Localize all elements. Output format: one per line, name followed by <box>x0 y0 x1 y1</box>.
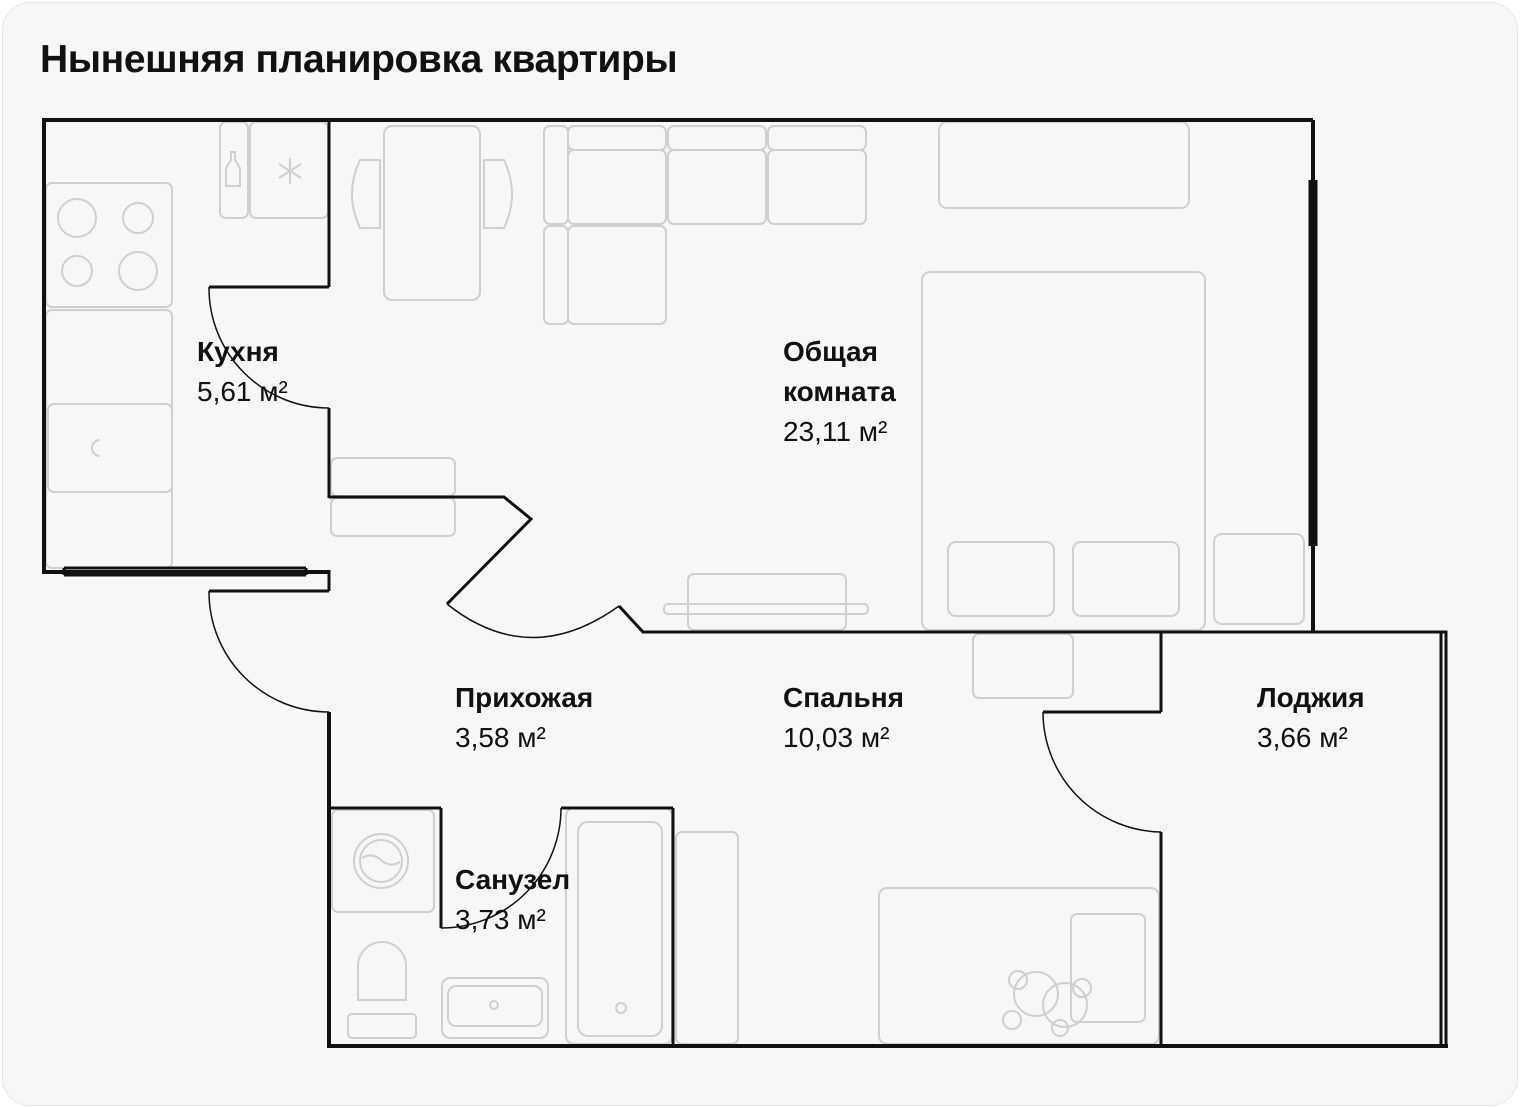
bedroom-cabinet <box>972 633 1074 699</box>
living-room-door-swing <box>446 603 620 639</box>
furniture-layer <box>45 121 1305 1045</box>
room-label-bedroom: Спальня 10,03 м² <box>783 682 904 753</box>
nightstand <box>1213 533 1305 625</box>
crib <box>878 887 1160 1045</box>
wall-shelf <box>663 573 869 631</box>
room-label-loggia: Лоджия 3,66 м² <box>1257 682 1365 753</box>
fridge <box>219 121 329 219</box>
snowflake-icon <box>278 158 302 184</box>
page-title: Нынешняя планировка квартиры <box>40 38 678 81</box>
room-label-bathroom: Санузел 3,73 м² <box>455 864 571 935</box>
washing-machine-icon <box>331 809 435 913</box>
wardrobe <box>675 831 739 1045</box>
entrance-door-swing <box>208 590 330 713</box>
teddy-bear-icon <box>1002 970 1092 1037</box>
bottle-icon <box>225 151 241 187</box>
room-label-common-room: Общая комната 23,11 м² <box>783 336 896 447</box>
room-label-hallway: Прихожая 3,58 м² <box>455 682 594 753</box>
toilet-icon <box>347 941 417 1039</box>
double-bed <box>921 271 1206 631</box>
door-swings <box>208 286 1162 929</box>
bedroom-door-swing <box>1042 711 1162 833</box>
sink-icon <box>47 403 173 493</box>
tv-stand <box>938 121 1190 209</box>
walls-layer <box>42 118 1448 1048</box>
kitchen-counter <box>45 309 173 569</box>
bathtub-icon <box>565 807 673 1045</box>
bathroom-sink-icon <box>441 977 549 1039</box>
kitchen-door-swing <box>208 286 330 409</box>
corner-sofa <box>543 125 867 325</box>
stove-icon <box>45 182 173 308</box>
bathroom-door-swing <box>440 807 562 929</box>
room-label-kitchen: Кухня 5,61 м² <box>197 336 288 407</box>
dining-table <box>351 125 513 301</box>
